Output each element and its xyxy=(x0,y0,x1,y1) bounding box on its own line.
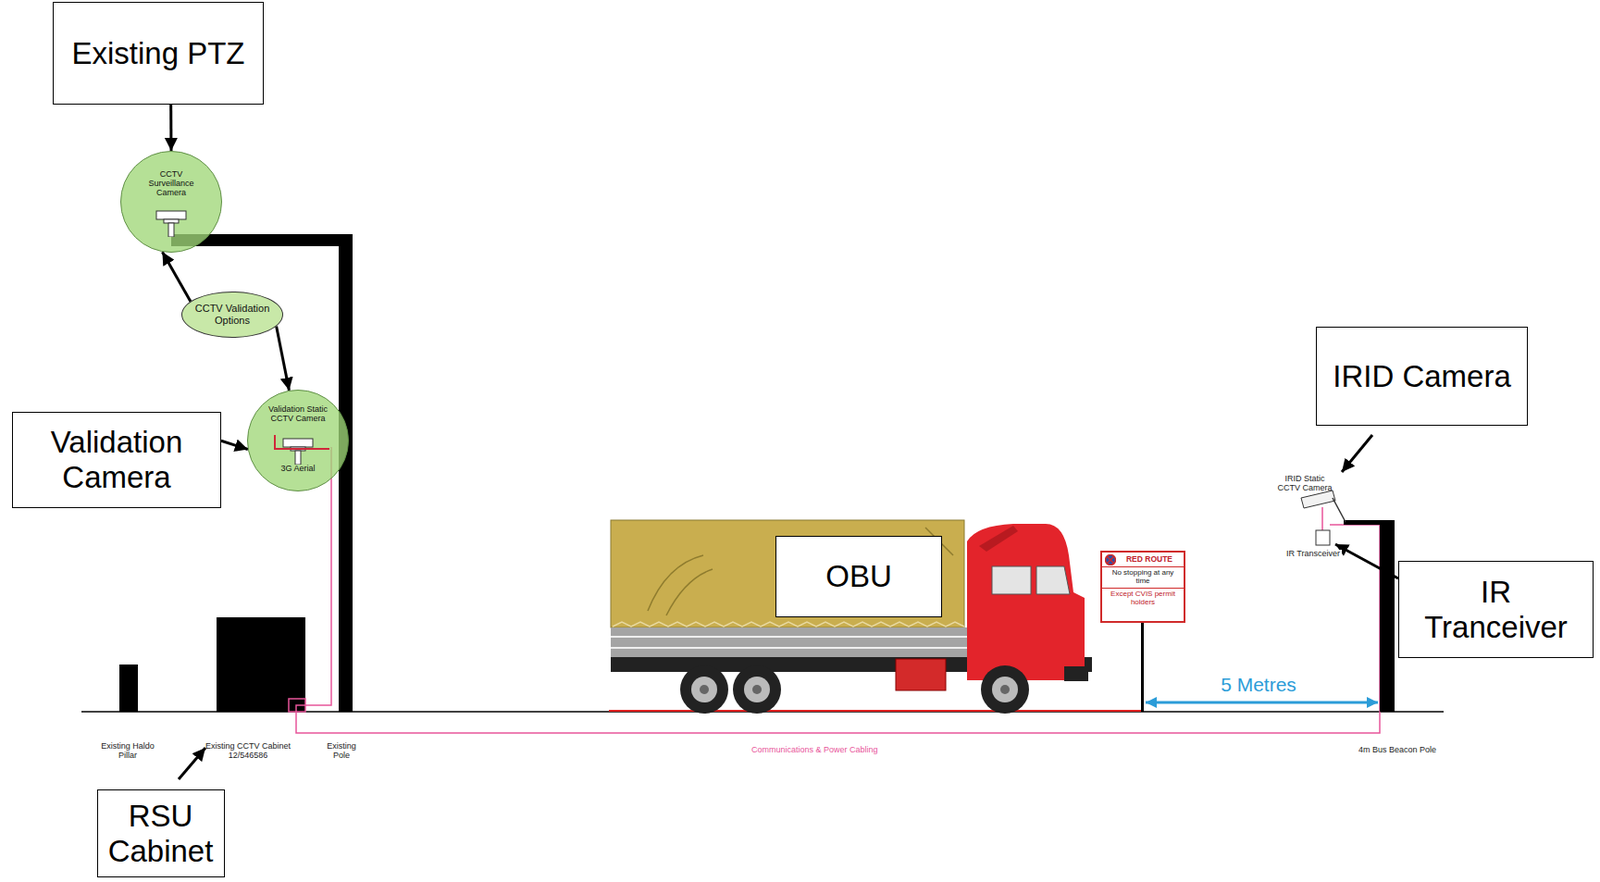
callout-box: IR Tranceiver xyxy=(1398,560,1594,658)
truck-part xyxy=(610,520,965,628)
ground-equipment-part xyxy=(119,664,138,712)
callout-text: RSU Cabinet xyxy=(105,798,217,869)
camera-icon-part xyxy=(283,438,313,447)
no-stopping-icon-part xyxy=(1105,555,1117,566)
truck-part xyxy=(1000,684,1010,695)
arrow-connector xyxy=(276,326,290,391)
options-oval: CCTV Validation Options xyxy=(181,291,284,338)
callout-text: Validation Camera xyxy=(20,424,213,496)
truck-part xyxy=(979,525,1018,552)
ground-equipment xyxy=(81,617,1444,712)
cable-label: Communications & Power Cabling xyxy=(751,745,879,756)
camera-icon-part xyxy=(295,450,301,465)
camera-circle: Validation Static CCTV Camera 3G Aerial xyxy=(247,389,349,492)
leader-arrows-part xyxy=(1335,544,1399,579)
truck-part xyxy=(610,627,972,658)
node-text: Validation Static CCTV Camera xyxy=(266,405,330,424)
node-text: RED ROUTE xyxy=(1102,552,1184,567)
red-route-line-part xyxy=(608,709,1143,712)
site-label: Existing Pole xyxy=(318,742,365,761)
comms-cabling xyxy=(288,446,1380,733)
truck-part xyxy=(992,676,1018,703)
site-label: 4m Bus Beacon Pole xyxy=(1358,745,1437,756)
callout-box: Existing PTZ xyxy=(52,1,264,105)
arrow-connector xyxy=(169,104,173,151)
callout-box: OBU xyxy=(775,535,943,618)
camera-icon xyxy=(279,436,317,465)
camera-icon-part xyxy=(156,210,187,220)
truck-part xyxy=(744,676,770,703)
node-text: 3G Aerial xyxy=(248,464,348,474)
leader-arrows xyxy=(178,434,1399,780)
leader-arrows-part xyxy=(178,747,206,780)
dimension-arrow xyxy=(1145,702,1378,704)
callout-text: IRID Camera xyxy=(1332,359,1512,395)
arrow-connector xyxy=(161,251,190,301)
leader-arrows-part xyxy=(1341,434,1373,472)
truck-part xyxy=(680,665,729,714)
node-text: CCTV Surveillance Camera xyxy=(137,170,205,199)
truck-part xyxy=(1036,566,1070,595)
no-stopping-icon xyxy=(1104,554,1117,566)
truck-part xyxy=(980,665,1030,714)
beacon-pole-part xyxy=(1315,530,1330,546)
beacon-pole xyxy=(1301,490,1395,712)
truck-part xyxy=(967,523,1085,681)
site-label: Existing Haldo Pillar xyxy=(90,742,165,761)
site-label: Existing CCTV Cabinet 12/546586 xyxy=(197,742,299,761)
red-route-line-part xyxy=(1141,622,1144,712)
camera-icon xyxy=(152,209,190,237)
camera-icon-part xyxy=(163,219,179,224)
truck-part xyxy=(610,635,972,638)
callout-box: Validation Camera xyxy=(12,411,222,509)
truck xyxy=(610,520,1092,714)
comms-cabling-part xyxy=(288,698,306,712)
camera-icon-part xyxy=(168,223,174,237)
callout-box: RSU Cabinet xyxy=(97,789,225,878)
node-text: No stopping at any time xyxy=(1102,566,1184,588)
callout-text: IR Tranceiver xyxy=(1406,574,1586,645)
truck-part xyxy=(699,684,709,695)
red-route-sign: RED ROUTENo stopping at any timeExcept C… xyxy=(1100,550,1186,623)
truck-part xyxy=(691,676,718,703)
comms-cabling-part xyxy=(296,446,1380,733)
part-label: IR Transceiver xyxy=(1284,549,1342,559)
truck-part xyxy=(992,566,1031,595)
dimension-arrow-part xyxy=(1145,701,1378,705)
existing-pole-part xyxy=(338,234,353,712)
aerial-line xyxy=(273,447,330,450)
no-stopping-icon-part xyxy=(1107,557,1115,564)
truck-part xyxy=(732,665,782,714)
beacon-pole-part xyxy=(1343,520,1395,525)
truck-part xyxy=(610,646,972,649)
beacon-pole-part xyxy=(1379,520,1395,712)
callout-box: IRID Camera xyxy=(1315,326,1528,426)
truck-part xyxy=(895,658,946,691)
camera-circle: CCTV Surveillance Camera xyxy=(120,150,223,253)
truck-part xyxy=(752,684,762,695)
callout-text: Existing PTZ xyxy=(71,36,245,72)
beacon-pole-part xyxy=(1321,507,1324,531)
dimension-label: 5 Metres xyxy=(1203,673,1315,695)
ground-equipment-part xyxy=(216,617,306,712)
beacon-pole-part xyxy=(1332,497,1346,522)
node-text: CCTV Validation Options xyxy=(189,302,275,326)
truck-part xyxy=(1064,666,1089,682)
callout-text: OBU xyxy=(825,558,893,595)
arrow-connector xyxy=(221,440,249,449)
part-label: IRID Static CCTV Camera xyxy=(1275,474,1335,494)
truck-part xyxy=(612,621,965,627)
node-text: Except CVIS permit holders xyxy=(1102,587,1184,609)
beacon-pole-part xyxy=(1301,490,1336,509)
aerial-mast xyxy=(273,434,276,448)
